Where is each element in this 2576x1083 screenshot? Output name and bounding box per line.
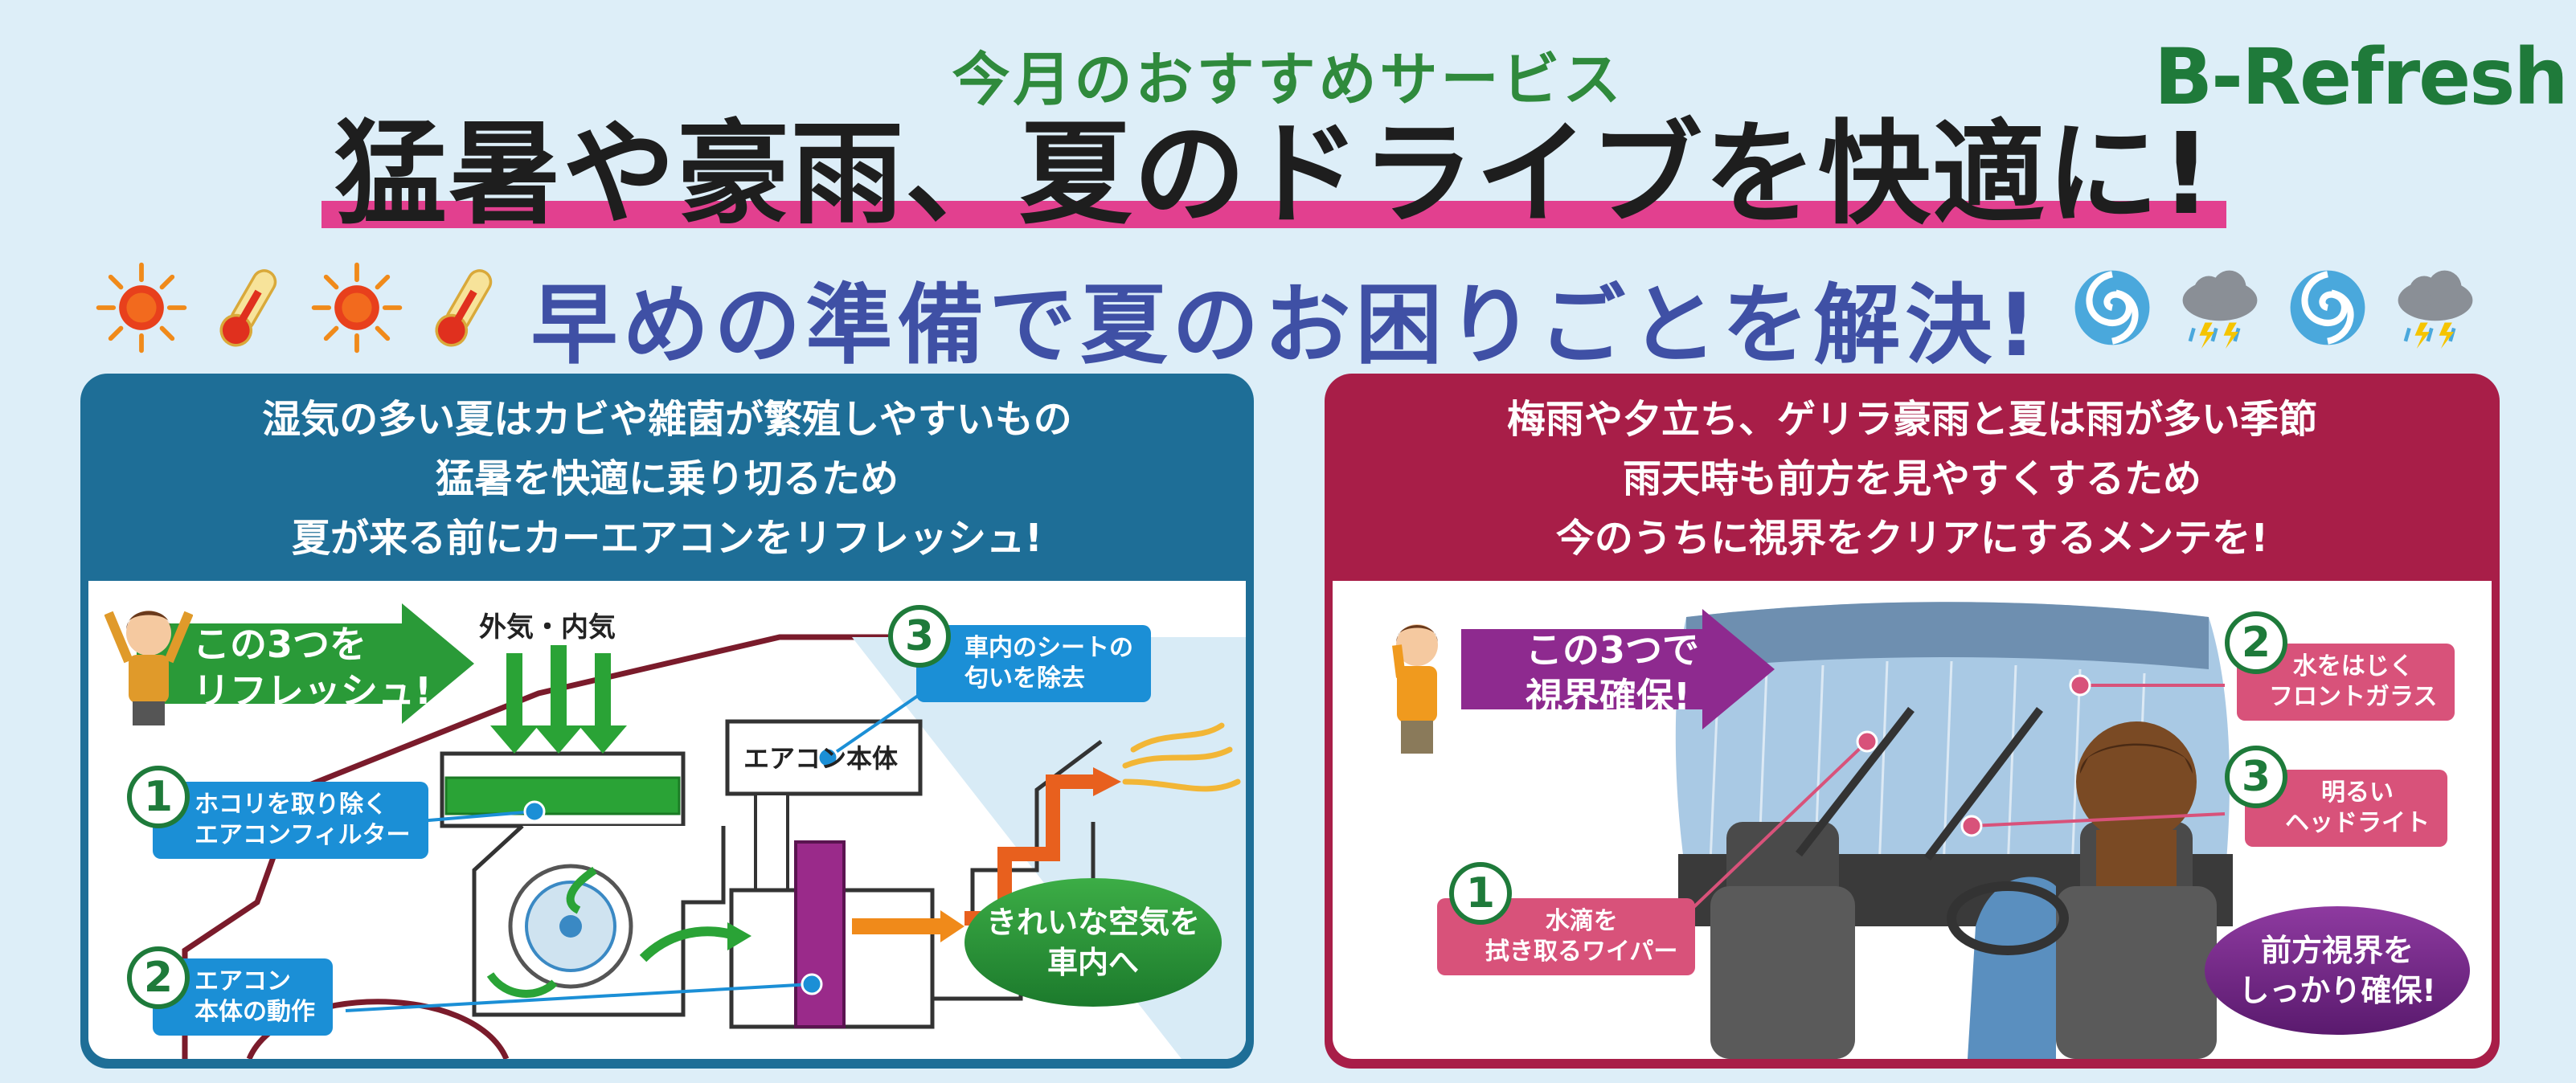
item-number-3-badge: 3 bbox=[888, 605, 951, 668]
aircon-panel: 湿気の多い夏はカビや雑菌が繁殖しやすいもの 猛暑を快適に乗り切るため 夏が来る前… bbox=[80, 374, 1254, 1069]
aircon-diagram: この3つを リフレッシュ! 外気・内気 エアコン本体 ホコリを取り除く エアコン… bbox=[88, 581, 1246, 1059]
thunder-rain-cloud-icon bbox=[2398, 270, 2473, 349]
banner-line: リフレッシュ! bbox=[193, 669, 432, 713]
evaporator-graphic bbox=[794, 840, 846, 1028]
item-number-2-badge: 2 bbox=[127, 946, 190, 1009]
label-line: フロントガラス bbox=[2269, 683, 2438, 711]
visibility-intro-line: 今のうちに視界をクリアにするメンテを! bbox=[1555, 516, 2269, 561]
summer-icons bbox=[95, 255, 511, 360]
page-subtitle: 今月のおすすめサービス bbox=[952, 46, 1624, 113]
result-line: 前方視界を bbox=[2260, 933, 2414, 968]
result-line: 車内へ bbox=[1046, 945, 1139, 980]
result-line: きれいな空気を bbox=[985, 905, 1200, 940]
aircon-banner-text: この3つを リフレッシュ! bbox=[193, 621, 432, 714]
result-line: しっかり確保! bbox=[2238, 973, 2436, 1008]
aircon-intro-line: 湿気の多い夏はカビや雑菌が繁殖しやすいもの bbox=[262, 397, 1072, 442]
label-line: 水滴を bbox=[1545, 907, 1618, 935]
visibility-diagram: この3つで 視界確保! 水滴を 拭き取るワイパー 1 水をはじく フロントガラス… bbox=[1333, 581, 2492, 1059]
aircon-intro-line: 夏が来る前にカーエアコンをリフレッシュ! bbox=[292, 516, 1042, 561]
label-line: エアコン bbox=[195, 967, 291, 995]
cheering-person-illustration bbox=[104, 611, 193, 725]
item-number-1-badge: 1 bbox=[127, 766, 190, 828]
label-line: エアコンフィルター bbox=[195, 821, 411, 849]
outside-inside-air-label: 外気・内気 bbox=[479, 611, 616, 644]
banner-line: この3つで bbox=[1526, 628, 1700, 672]
brand-logo-text: B-Refresh bbox=[2154, 32, 2569, 122]
thinking-person-illustration bbox=[1392, 624, 1438, 754]
banner-line: 視界確保! bbox=[1526, 675, 1690, 718]
headline-block: 猛暑や豪雨、夏のドライブを快適に! bbox=[321, 108, 2226, 241]
rainy-windshield-illustration bbox=[1675, 602, 2233, 1059]
aircon-banner: この3つを リフレッシュ! bbox=[137, 603, 530, 724]
label-line: 拭き取るワイパー bbox=[1485, 938, 1678, 966]
label-line: ホコリを取り除く bbox=[195, 791, 387, 819]
thermometer-icon bbox=[219, 269, 277, 347]
page-headline: 猛暑や豪雨、夏のドライブを快適に! bbox=[334, 109, 2214, 240]
visibility-result: 前方視界を しっかり確保! bbox=[2205, 906, 2470, 1035]
label-line: 水をはじく bbox=[2292, 652, 2414, 680]
visibility-intro-line: 雨天時も前方を見やすくするため bbox=[1622, 456, 2201, 501]
visibility-banner: この3つで 視界確保! bbox=[1461, 609, 1823, 729]
label-line: 車内のシートの bbox=[964, 634, 1133, 662]
windshield-label: 水をはじく フロントガラス bbox=[2237, 644, 2455, 721]
seat-odor-label: 車内のシートの 匂いを除去 bbox=[916, 625, 1151, 702]
page-tagline: 早めの準備で夏のお困りごとを解決! bbox=[530, 276, 2042, 376]
item-number-3-badge: 3 bbox=[2225, 746, 2287, 808]
label-line: 本体の動作 bbox=[195, 998, 315, 1026]
label-line: 匂いを除去 bbox=[964, 664, 1085, 693]
filter-graphic bbox=[444, 776, 681, 815]
sun-icon bbox=[311, 262, 403, 354]
banner-line: この3つを bbox=[193, 623, 367, 666]
headline-underline bbox=[321, 201, 2226, 228]
aircon-unit-label: エアコン本体 bbox=[743, 743, 899, 774]
brand-logo: B-Refresh ✦ bbox=[2154, 32, 2576, 122]
label-line: 明るい bbox=[2321, 779, 2394, 807]
item-number-1-badge: 1 bbox=[1449, 862, 1512, 925]
visibility-banner-text: この3つで 視界確保! bbox=[1526, 627, 1699, 720]
storm-icons bbox=[2066, 255, 2482, 360]
typhoon-icon bbox=[2290, 270, 2365, 345]
visibility-panel: 梅雨や夕立ち、ゲリラ豪雨と夏は雨が多い季節 雨天時も前方を見やすくするため 今の… bbox=[1325, 374, 2500, 1069]
thermometer-icon bbox=[435, 269, 493, 347]
aircon-intro: 湿気の多い夏はカビや雑菌が繁殖しやすいもの 猛暑を快適に乗り切るため 夏が来る前… bbox=[80, 390, 1254, 568]
item-number-2-badge: 2 bbox=[2225, 611, 2287, 674]
visibility-intro: 梅雨や夕立ち、ゲリラ豪雨と夏は雨が多い季節 雨天時も前方を見やすくするため 今の… bbox=[1325, 390, 2500, 568]
sun-icon bbox=[96, 262, 187, 354]
aircon-filter-label: ホコリを取り除く エアコンフィルター bbox=[153, 782, 428, 859]
thunder-rain-cloud-icon bbox=[2182, 270, 2258, 349]
clean-air-result: きれいな空気を 車内へ bbox=[964, 878, 1222, 1007]
aircon-intro-line: 猛暑を快適に乗り切るため bbox=[435, 456, 899, 501]
visibility-intro-line: 梅雨や夕立ち、ゲリラ豪雨と夏は雨が多い季節 bbox=[1506, 397, 2317, 442]
label-line: ヘッドライト bbox=[2285, 809, 2430, 837]
typhoon-icon bbox=[2074, 270, 2150, 345]
